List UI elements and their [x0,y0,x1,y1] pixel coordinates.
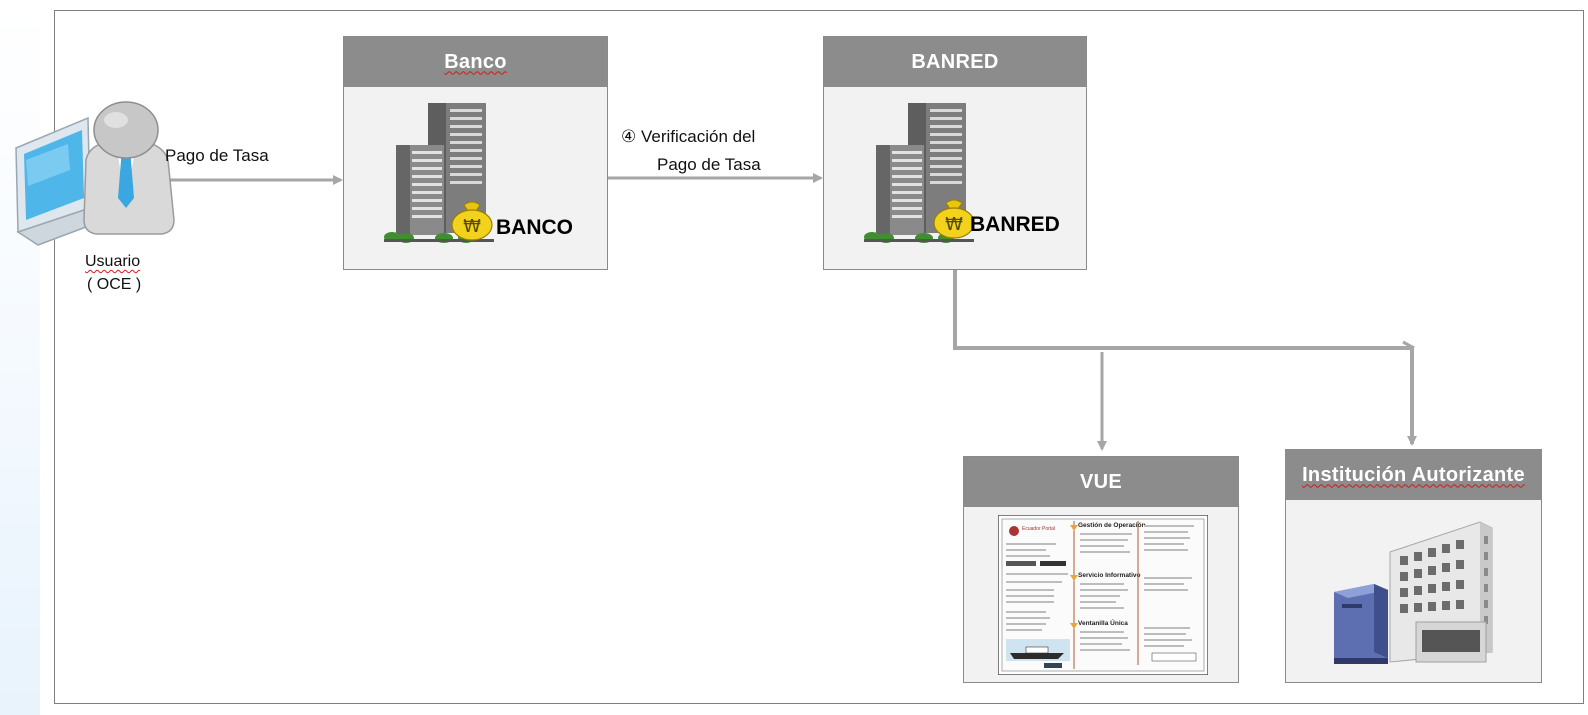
edge-label-verificacion-2: Pago de Tasa [657,155,761,174]
banred-label: BANRED [970,213,1060,236]
banco-body: ₩ BANCO [344,87,607,269]
portal-logo-icon [1009,526,1019,536]
vue-portal-screenshot: Ecuador Portal [998,515,1208,675]
svg-text:Ventanilla Única: Ventanilla Única [1078,618,1128,627]
banco-node: Banco [343,36,608,270]
vue-body: Ecuador Portal [964,507,1238,682]
institucion-header: Institución Autorizante [1286,450,1541,500]
svg-text:Gestión de Operación: Gestión de Operación [1078,522,1146,529]
usuario-sublabel: ( OCE ) [87,276,142,293]
svg-text:Ecuador Portal: Ecuador Portal [1022,526,1055,532]
money-bag-icon: ₩ [933,199,975,239]
svg-text:₩: ₩ [945,214,963,235]
svg-text:Servicio Informativo: Servicio Informativo [1078,572,1141,579]
banred-node: BANRED [823,36,1087,270]
institucion-body [1286,500,1541,682]
portal-login-button [1044,663,1062,668]
svg-text:₩: ₩ [463,216,481,237]
edge-label-verificacion-1: ④ Verificación del [621,127,756,146]
institucion-node: Institución Autorizante [1285,449,1542,683]
arrow-banred-to-institucion [953,270,1417,446]
edge-label-pago: Pago de Tasa [165,146,269,165]
server-icon [1334,584,1388,664]
money-bag-icon: ₩ [451,201,493,241]
vue-header: VUE [964,457,1238,507]
diagram-frame [54,10,1584,704]
institution-building-icon [1334,521,1493,664]
laptop-user-icon [15,101,175,246]
banred-body: ₩ BANRED [824,87,1086,269]
banco-header: Banco [344,37,607,87]
banred-header: BANRED [824,37,1086,87]
vue-node: VUE Ecuador Portal [963,456,1239,683]
usuario-label: Usuario [85,253,141,270]
arrow-branch-corner [1402,340,1415,350]
office-building-icon [864,103,974,243]
banco-label: BANCO [496,216,573,239]
left-gradient-band [0,0,40,715]
